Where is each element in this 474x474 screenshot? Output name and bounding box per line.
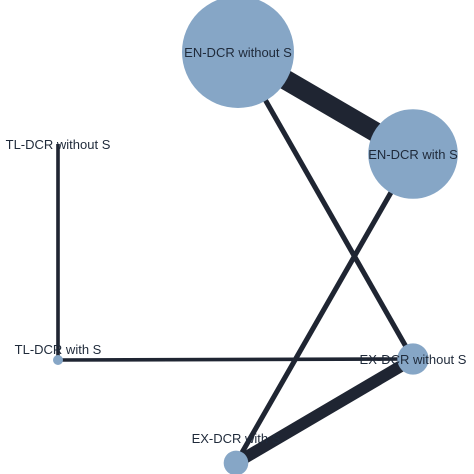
node-label-tl_w: TL-DCR with S <box>15 342 102 357</box>
node-label-ex_wo: EX-DCR without S <box>360 352 467 367</box>
node-en_w <box>368 109 458 199</box>
network-edges <box>56 43 419 469</box>
edge-en_wo-ex_wo <box>235 50 416 361</box>
edge-ex_wo-ex_w <box>233 353 416 469</box>
network-nodes <box>53 0 458 474</box>
node-tl_w <box>53 355 63 365</box>
node-label-en_w: EN-DCR with S <box>368 147 458 162</box>
node-label-en_wo: EN-DCR without S <box>184 45 292 60</box>
node-ex_wo <box>397 343 429 375</box>
node-ex_w <box>223 450 249 474</box>
node-label-ex_w: EX-DCR with S <box>192 431 281 446</box>
network-labels: EN-DCR without S EN-DCR with S TL-DCR with… <box>6 45 467 446</box>
edge-en_w-ex_w <box>233 152 416 465</box>
node-en_wo <box>182 0 294 108</box>
edge-tl_w-ex_wo <box>57 357 414 362</box>
node-label-tl_wo: TL-DCR without S <box>6 137 111 152</box>
